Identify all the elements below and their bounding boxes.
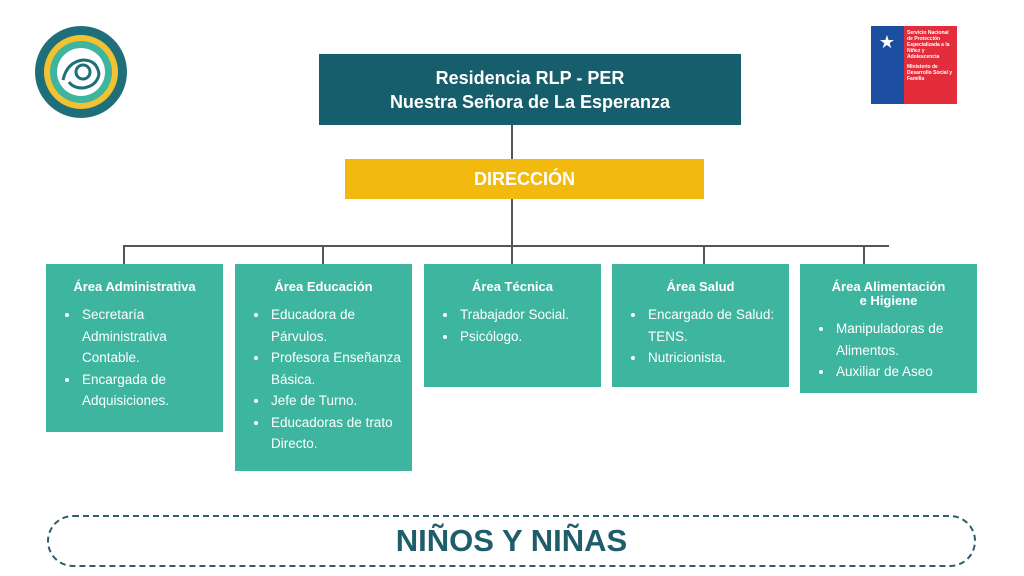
area-box-administrativa: Área Administrativa Secretaría Administr… (46, 264, 223, 432)
area-item: Manipuladoras de Alimentos. (834, 318, 977, 361)
area-item: Educadoras de trato Directo. (269, 412, 412, 455)
area-item: Educadora de Párvulos. (269, 304, 412, 347)
area-title: Área Administrativa (73, 279, 196, 294)
connector-drop-3 (511, 245, 513, 265)
government-logo: ★ Servicio Nacional de Protección Especi… (871, 26, 957, 104)
direccion-label: DIRECCIÓN (473, 168, 575, 189)
area-title: Área Salud (666, 279, 735, 294)
gov-logo-line1: Servicio Nacional de Protección Especial… (907, 30, 950, 60)
area-title: Área Educación (274, 279, 373, 294)
children-banner: NIÑOS Y NIÑAS (47, 515, 976, 567)
residence-title-box: Residencia RLP - PER Nuestra Señora de L… (319, 54, 741, 125)
area-item: Profesora Enseñanza Básica. (269, 347, 412, 390)
area-item: Nutricionista. (646, 347, 789, 369)
connector-title-direccion (511, 125, 513, 159)
area-item: Psicólogo. (458, 326, 601, 348)
coat-of-arms-icon: ★ (878, 32, 896, 52)
area-item: Secretaría Administrativa Contable. (80, 304, 223, 369)
area-item: Encargado de Salud: TENS. (646, 304, 789, 347)
title-line2: Nuestra Señora de La Esperanza (389, 91, 671, 112)
area-item: Trabajador Social. (458, 304, 601, 326)
direccion-box: DIRECCIÓN (345, 159, 704, 199)
connector-drop-5 (863, 245, 865, 265)
connector-horizontal-bus (123, 245, 889, 247)
children-banner-label: NIÑOS Y NIÑAS (395, 523, 628, 558)
area-item: Jefe de Turno. (269, 390, 412, 412)
area-title: Área Técnica (472, 279, 553, 294)
connector-direccion-bus (511, 199, 513, 246)
area-item: Auxiliar de Aseo (834, 361, 977, 383)
gov-logo-line2: Ministerio de Desarrollo Social y Famili… (907, 64, 953, 82)
area-title: Área Alimentación e Higiene (831, 279, 946, 308)
title-line1: Residencia RLP - PER (435, 67, 625, 88)
area-box-alimentacion: Área Alimentación e Higiene Manipuladora… (800, 264, 977, 393)
area-box-salud: Área Salud Encargado de Salud: TENS. Nut… (612, 264, 789, 387)
area-box-educacion: Área Educación Educadora de Párvulos. Pr… (235, 264, 412, 471)
area-item: Encargada de Adquisiciones. (80, 369, 223, 412)
residence-logo (35, 26, 127, 118)
area-box-tecnica: Área Técnica Trabajador Social. Psicólog… (424, 264, 601, 387)
connector-drop-4 (703, 245, 705, 265)
connector-drop-2 (322, 245, 324, 265)
connector-drop-1 (123, 245, 125, 265)
